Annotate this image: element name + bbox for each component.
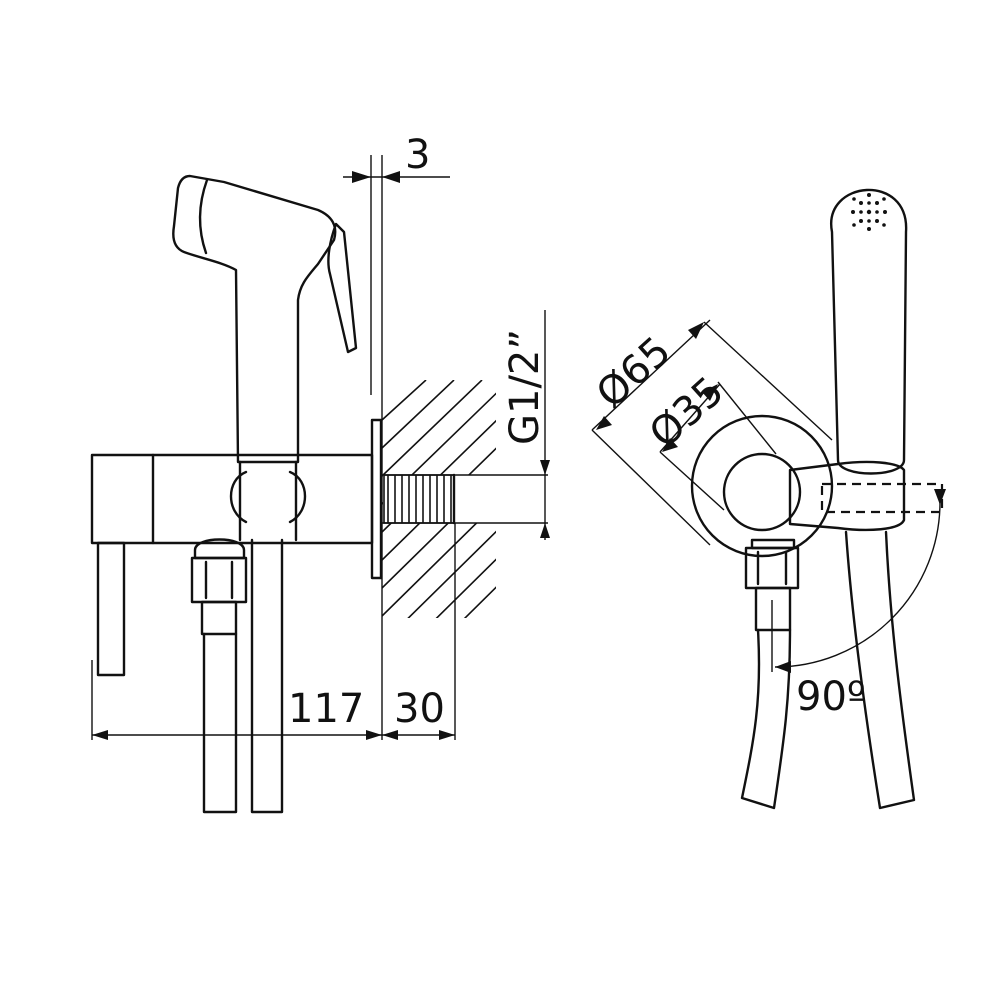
hose-front [844,530,916,810]
dimension-117: 117 [288,686,364,732]
lever-handle [96,541,126,677]
inlet-front [740,538,800,810]
threaded-pipe [383,474,455,524]
trigger [327,222,358,354]
dimension-30: 30 [394,686,445,732]
hand-shower-front [830,188,908,475]
outer-rosette [690,414,834,558]
dimension-angle: 90º [796,674,866,720]
hose [250,538,284,814]
angle-arc [774,501,941,668]
hand-shower [172,174,337,464]
valve-body [90,453,374,545]
spray-face [851,193,887,231]
dimension-thread: G1/2” [502,329,548,445]
water-inlet [190,538,248,814]
dimension-3: 3 [405,132,430,178]
holder-bracket [788,460,906,532]
side-view: 117 30 3 G1/2” [90,132,550,814]
holder-ball [229,470,307,524]
outlet-hidden-line [820,482,944,514]
inner-knob [722,452,802,532]
front-view: 90º Ø65 Ø35 [588,188,946,810]
wall-flange [370,418,383,580]
